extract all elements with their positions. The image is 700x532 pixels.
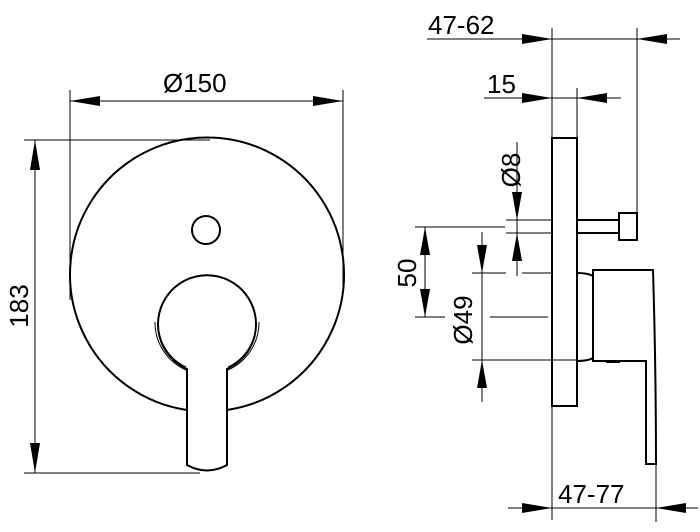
- dim-front-height: 183: [4, 284, 34, 327]
- handle-outline: [157, 274, 257, 472]
- handle-rotation-arc-right: [227, 321, 260, 371]
- side-diverter-rod: [576, 219, 620, 234]
- dim-side-rod-diameter: Ø8: [496, 153, 526, 188]
- side-view: 47-62 15 Ø8 50 Ø49 47-77: [392, 10, 698, 522]
- dim-side-knob-diameter: Ø49: [448, 295, 478, 344]
- handle-rotation-arc-right-2: [227, 321, 257, 368]
- cover-plate-circle: [69, 136, 345, 411]
- front-view: Ø150 183: [4, 68, 345, 474]
- dim-side-depth-bottom: 47-77: [558, 479, 625, 509]
- diverter-button: [191, 215, 221, 245]
- handle-rotation-arc-left-2: [157, 321, 187, 368]
- side-knob-body: [576, 272, 594, 362]
- dim-side-depth-top: 47-62: [428, 10, 495, 40]
- dim-side-spacing: 50: [392, 259, 422, 288]
- dim-front-diameter: Ø150: [163, 68, 227, 98]
- side-rod-cap: [618, 212, 638, 241]
- dim-side-plate: 15: [487, 69, 516, 99]
- side-cover-plate: [551, 137, 578, 407]
- side-lever: [592, 269, 658, 465]
- handle-rotation-arc-left: [154, 321, 187, 371]
